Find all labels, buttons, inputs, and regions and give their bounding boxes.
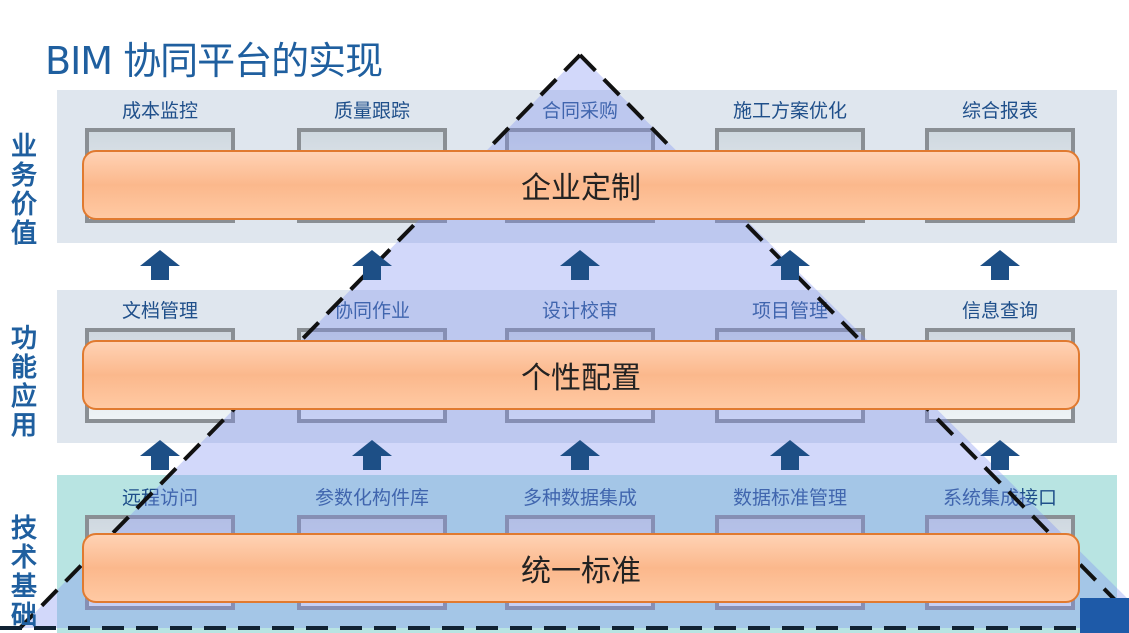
footer-logo-strip — [1080, 598, 1129, 633]
module-label: 系统集成接口 — [942, 487, 1057, 509]
module-label: 协同作业 — [333, 300, 410, 322]
module-label: 数据标准管理 — [732, 487, 847, 509]
module-label: 合同采购 — [541, 100, 618, 122]
pyramid-left-edge — [18, 53, 582, 630]
layer-bar: 个性配置 — [82, 340, 1080, 410]
module-label: 信息查询 — [961, 300, 1038, 322]
side-label-business: 业务价值 — [10, 132, 37, 249]
layer-bar: 企业定制 — [82, 150, 1080, 220]
module-label: 质量跟踪 — [333, 100, 410, 122]
module-label: 项目管理 — [751, 300, 828, 322]
module-label: 参数化构件库 — [314, 487, 429, 509]
module-label: 施工方案优化 — [732, 100, 847, 122]
page-title: BIM 协同平台的实现 — [45, 39, 383, 83]
pyramid-right-edge — [578, 53, 1122, 607]
module-label: 多种数据集成 — [522, 487, 637, 509]
module-label: 综合报表 — [961, 100, 1038, 122]
module-label: 设计校审 — [541, 300, 618, 322]
side-label-technical: 技术基础 — [10, 514, 37, 631]
side-label-function: 功能应用 — [10, 324, 37, 441]
module-label: 文档管理 — [121, 300, 198, 322]
module-label: 成本监控 — [121, 100, 198, 122]
layer-bar: 统一标准 — [82, 533, 1080, 603]
